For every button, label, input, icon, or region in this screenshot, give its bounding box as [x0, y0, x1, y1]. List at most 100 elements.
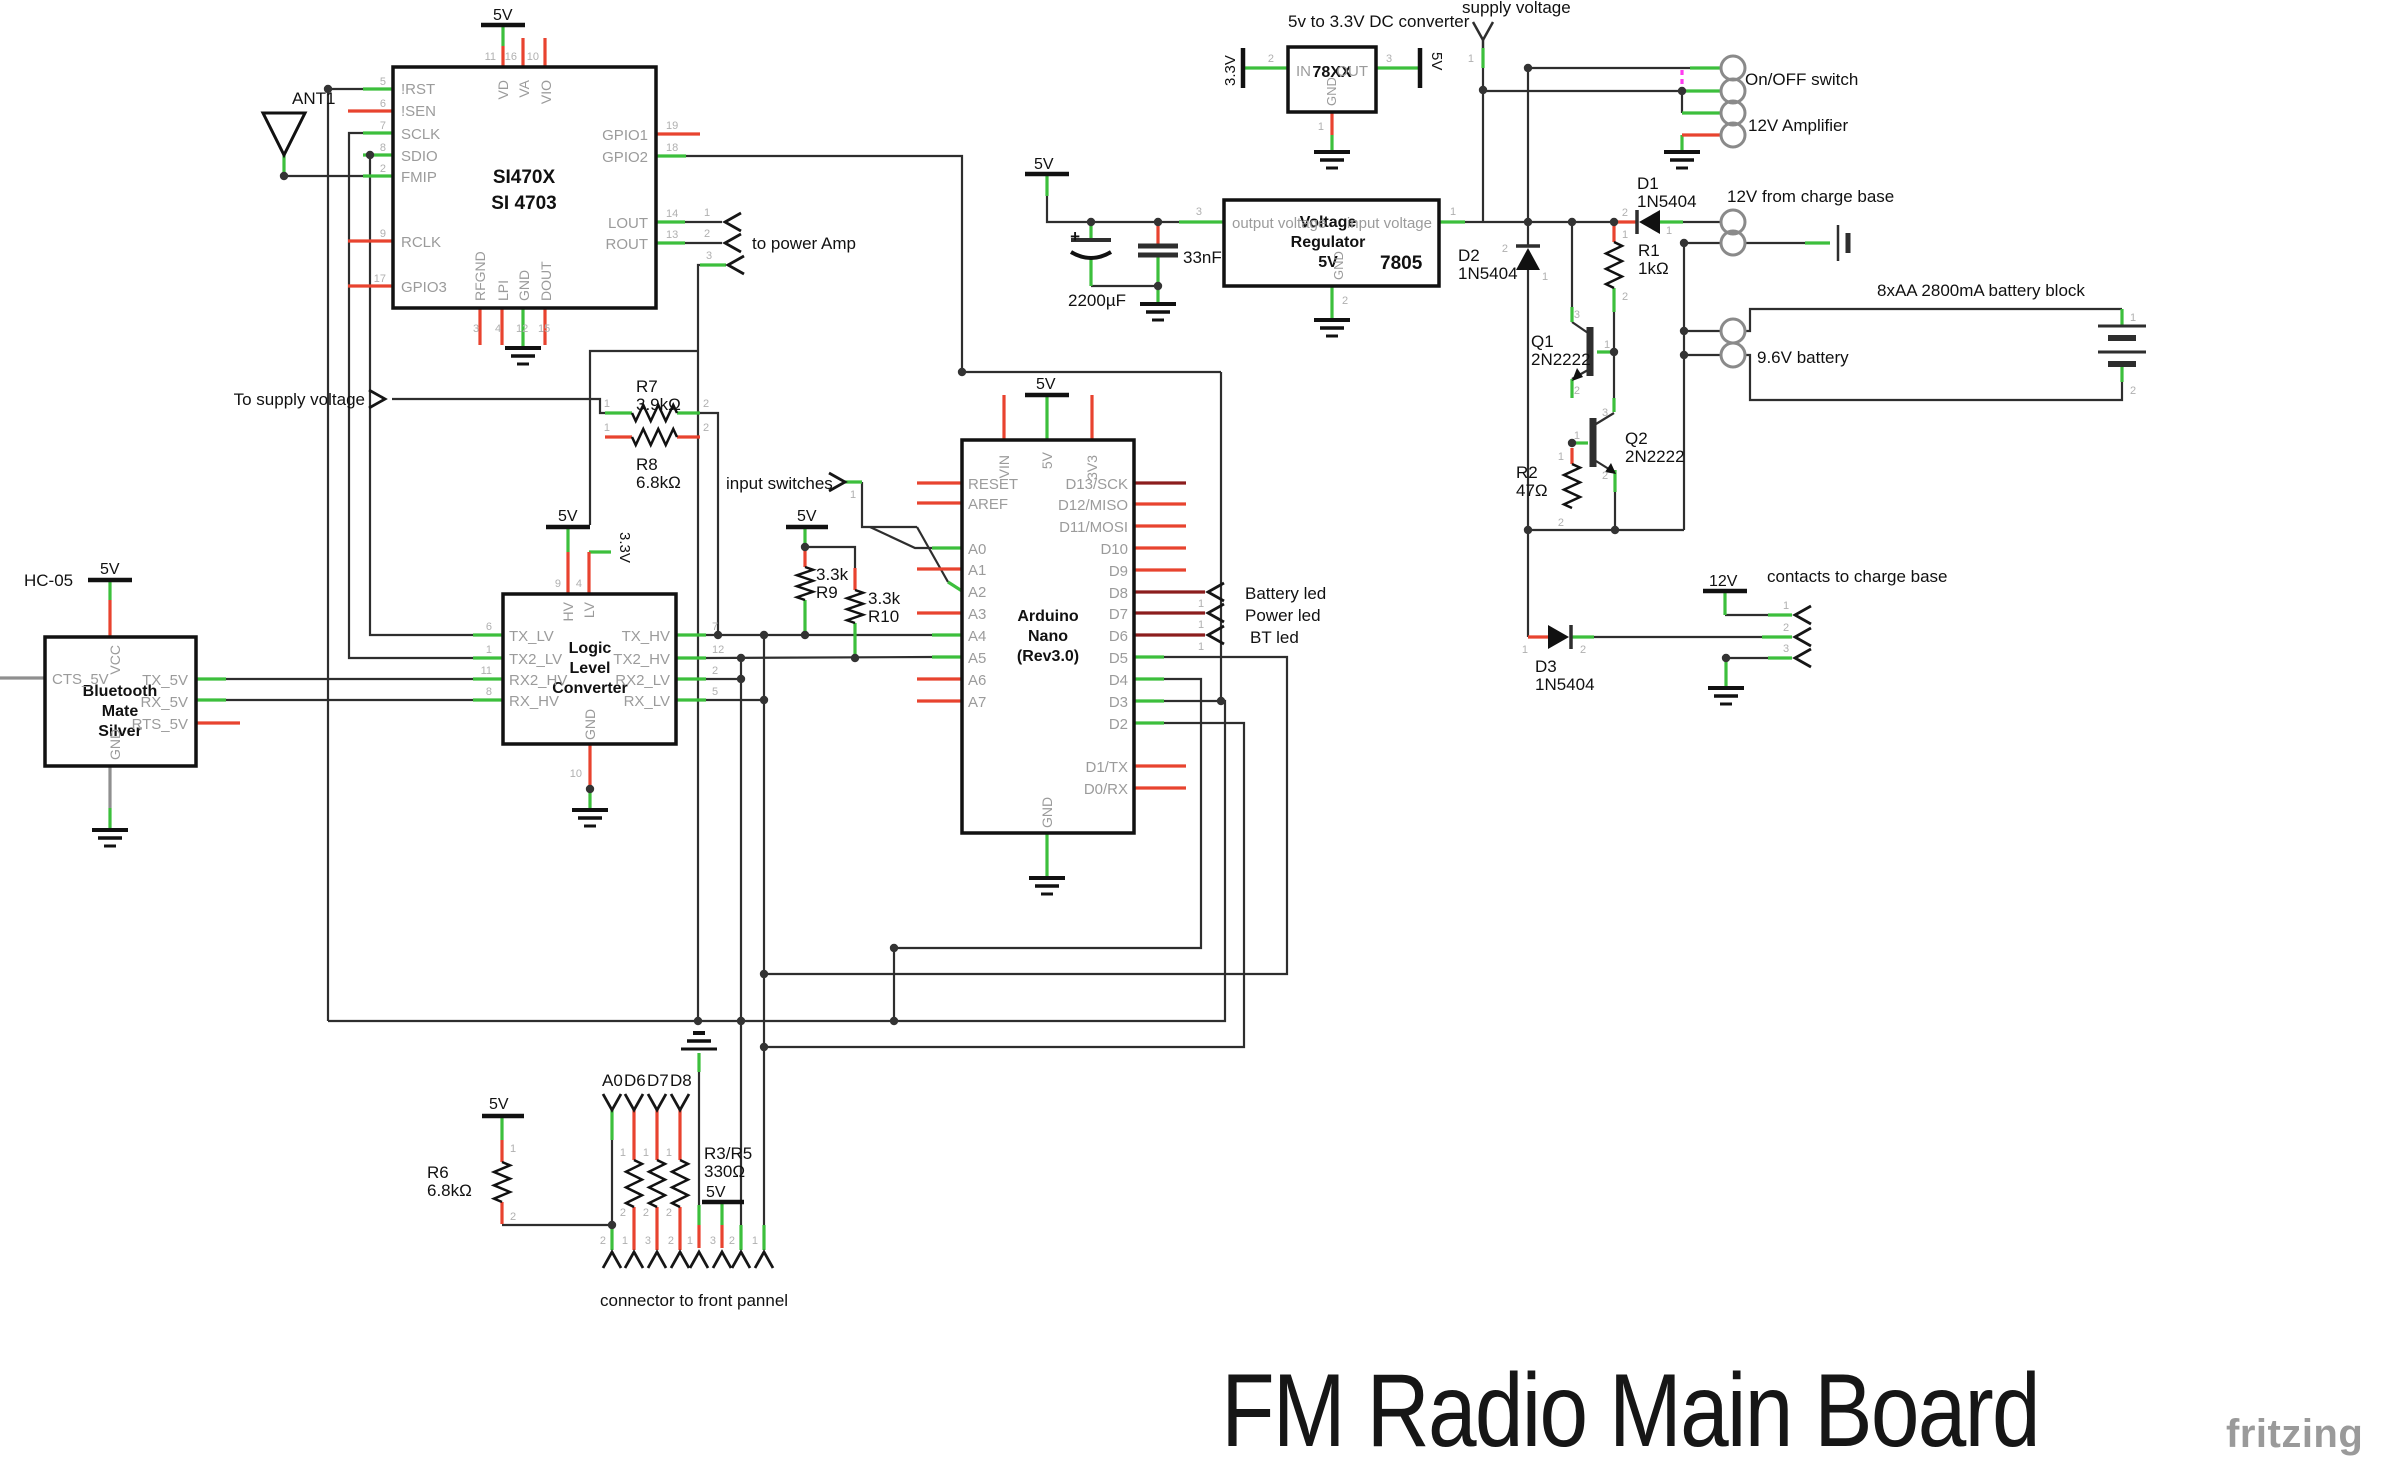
junction-dot: [1609, 347, 1619, 357]
schematic-text: 5V: [1034, 156, 1054, 173]
junction-dot: [957, 367, 967, 377]
schematic-text: Bluetooth: [83, 683, 158, 700]
schematic-text: GND: [1324, 77, 1339, 106]
schematic-text: 10: [527, 51, 539, 63]
schematic-text: Level: [570, 660, 611, 677]
schematic-text: A0: [968, 541, 986, 558]
connector-pad[interactable]: [1719, 121, 1747, 149]
schematic-text: ANT1: [292, 89, 335, 108]
schematic-text: 2N2222: [1531, 350, 1591, 369]
junction-dot: [365, 150, 375, 160]
connector-pad[interactable]: [1719, 208, 1747, 236]
resistor[interactable]: [630, 402, 679, 424]
schematic-text: 5: [380, 76, 386, 88]
connector-pad[interactable]: [1719, 229, 1747, 257]
schematic-text: R3/R5: [704, 1144, 752, 1163]
schematic-text: 5V: [706, 1184, 726, 1201]
schematic-text: GND: [1039, 797, 1055, 828]
connector-arrow: [725, 254, 745, 276]
connector-pad[interactable]: [1719, 317, 1747, 345]
bluetooth-mate-silver[interactable]: [43, 635, 198, 768]
wire: [392, 397, 605, 415]
resistor[interactable]: [646, 1158, 668, 1209]
connector-arrow: [368, 388, 388, 410]
resistor[interactable]: [1603, 240, 1625, 290]
schematic-text: 5: [712, 686, 718, 698]
schematic-text: 12V Amplifier: [1748, 116, 1848, 135]
schematic-text: GPIO3: [401, 279, 447, 296]
schematic-text: 2N2222: [1625, 447, 1685, 466]
diode-triangle: [1548, 625, 1569, 649]
logic-level-converter[interactable]: [501, 592, 678, 746]
wire: [1045, 196, 1179, 224]
connector-pad[interactable]: [1719, 99, 1747, 127]
voltage-regulator-7805[interactable]: [1222, 198, 1441, 288]
connector-arrow: [711, 1249, 733, 1269]
junction-dot: [800, 542, 810, 552]
resistor[interactable]: [1560, 462, 1584, 510]
wire: [700, 411, 720, 635]
wire: [1595, 412, 1615, 425]
schematic-text: LV: [581, 601, 597, 618]
schematic-text: to power Amp: [752, 234, 856, 253]
resistor[interactable]: [623, 1158, 645, 1209]
junction-dot: [693, 1016, 703, 1026]
schematic-text: 3: [1783, 643, 1789, 655]
connector-pad[interactable]: [1719, 341, 1747, 369]
schematic-text: 2: [1342, 295, 1348, 307]
schematic-text: D11/MOSI: [1059, 519, 1128, 536]
wire: [1571, 321, 1589, 334]
schematic-text: FMIP: [401, 169, 437, 186]
schematic-text: 8xAA 2800mA battery block: [1877, 281, 2085, 300]
resistor[interactable]: [490, 1160, 514, 1204]
connector-pad[interactable]: [1719, 54, 1747, 82]
connector-pad[interactable]: [1719, 77, 1747, 105]
schematic-text: (Rev3.0): [1017, 648, 1079, 665]
schematic-text: GND: [516, 270, 532, 301]
connector-arrow: [1205, 624, 1225, 646]
schematic-text: 1: [1574, 430, 1580, 442]
dc-converter-78xx[interactable]: [1286, 45, 1378, 114]
schematic-text: 3: [1196, 206, 1202, 218]
schematic-text: 1: [643, 1147, 649, 1159]
resistor[interactable]: [843, 588, 867, 625]
schematic-text: 2: [510, 1211, 516, 1223]
junction-dot: [713, 630, 723, 640]
arduino-nano[interactable]: [960, 438, 1136, 835]
schematic-text: 3: [1386, 53, 1392, 65]
schematic-text: 47Ω: [1516, 481, 1548, 500]
schematic-text: 1: [1666, 225, 1672, 237]
resistor[interactable]: [669, 1158, 691, 1209]
junction-dot: [759, 630, 769, 640]
wire: [1471, 21, 1485, 41]
junction-dot: [1086, 217, 1096, 227]
ic-si4703[interactable]: [391, 65, 658, 310]
resistor[interactable]: [630, 426, 679, 448]
schematic-text: D0/RX: [1084, 781, 1128, 798]
resistor[interactable]: [793, 565, 817, 602]
schematic-text: RTS_5V: [132, 716, 188, 733]
junction-dot: [850, 653, 860, 663]
schematic-text: 1N5404: [1637, 192, 1697, 211]
schematic-text: Silver: [98, 723, 142, 740]
schematic-text: output voltage: [1232, 215, 1326, 232]
schematic-text: Q1: [1531, 332, 1554, 351]
wire: [686, 154, 964, 372]
schematic-text: Q2: [1625, 429, 1648, 448]
junction-dot: [889, 1016, 899, 1026]
schematic-text: A1: [968, 562, 986, 579]
connector-arrow: [623, 1093, 645, 1113]
schematic-text: A7: [968, 694, 986, 711]
junction-dot: [1610, 525, 1620, 535]
schematic-text: 5V: [100, 561, 120, 578]
diode-triangle: [1639, 210, 1660, 234]
schematic-text: RX_5V: [140, 694, 188, 711]
junction-dot: [759, 695, 769, 705]
junction-dot: [736, 653, 746, 663]
schematic-text: 1: [704, 207, 710, 219]
schematic-text: RESET: [968, 476, 1018, 493]
wire: [328, 699, 1227, 1023]
schematic-text: 10: [570, 768, 582, 780]
schematic-text: 1: [1522, 644, 1528, 656]
schematic-text: RFGND: [472, 251, 488, 301]
